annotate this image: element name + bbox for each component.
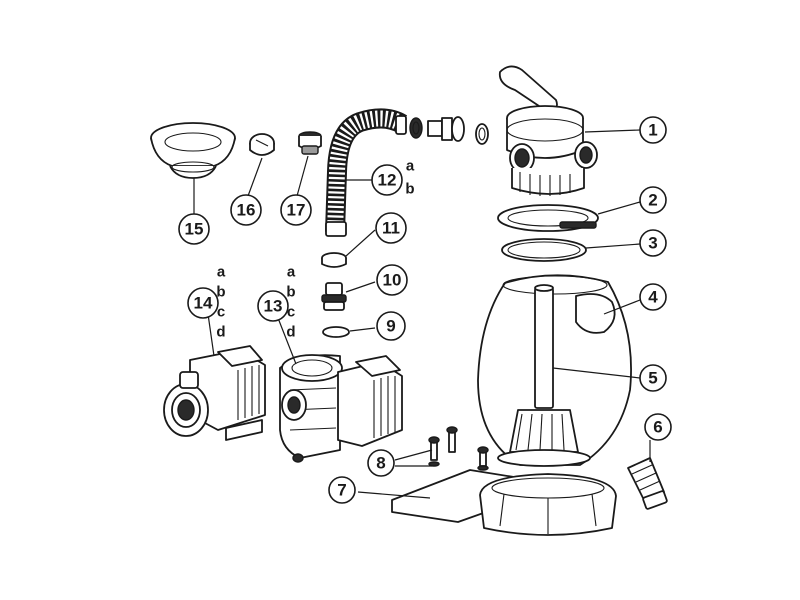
hose-valve-fittings [409,116,489,145]
callout-2: 2 [639,186,667,214]
callout-17-label: 17 [287,201,306,220]
callout-13: 13 [257,290,289,322]
callout-11-label: 11 [382,219,400,238]
callout-17: 17 [280,194,312,226]
callout-1: 1 [639,116,667,144]
part-6-drain [627,457,668,510]
callout-9: 9 [376,311,406,341]
part-12-variant-a: a [406,158,415,175]
part-14-variants: a b c d [216,264,225,341]
part-5-standpipe [497,284,591,467]
callout-3-label: 3 [648,234,657,253]
part-12-variants: a b [405,158,414,198]
leader-lines [193,129,651,499]
part-9-o-ring [322,326,350,338]
callout-6: 6 [644,413,672,441]
part-12-variant-b: b [405,181,414,198]
callout-15-label: 15 [185,220,204,239]
part-1-multiport-valve [498,65,598,196]
callout-12: 12 [371,164,403,196]
callout-14: 14 [187,287,219,319]
callout-13-label: 13 [264,297,283,316]
part-15-skimmer-ring [150,122,236,179]
part-10-connector [321,282,347,311]
callout-5-label: 5 [648,369,657,388]
part-2-clamp [497,204,599,232]
callout-10: 10 [376,264,408,296]
part-13-variant-b: b [286,284,295,301]
callout-8: 8 [367,449,395,477]
part-13-variant-c: c [287,304,295,321]
callout-9-label: 9 [386,317,395,336]
part-13-variants: a b c d [286,264,295,341]
callout-10-label: 10 [383,271,402,290]
part-14-variant-c: c [217,304,225,321]
part-11-nut [321,252,347,268]
callout-16-label: 16 [237,201,256,220]
part-7-base [391,469,617,536]
part-8-bolts [428,426,489,471]
part-3-o-ring [501,238,587,262]
callout-5: 5 [639,364,667,392]
callout-12-label: 12 [378,171,397,190]
part-14-pump [163,345,266,441]
callout-2-label: 2 [648,191,657,210]
callout-7-label: 7 [337,481,346,500]
callout-3: 3 [639,229,667,257]
callout-11: 11 [375,212,407,244]
callout-8-label: 8 [376,454,385,473]
callout-1-label: 1 [648,121,657,140]
part-14-variant-b: b [216,284,225,301]
callout-7: 7 [328,476,356,504]
callout-16: 16 [230,194,262,226]
part-16-cap [249,133,275,156]
callout-15: 15 [178,213,210,245]
part-12-hose [325,108,408,237]
part-14-variant-d: d [216,324,225,341]
callout-14-label: 14 [194,294,213,313]
part-13-variant-a: a [287,264,296,281]
part-13-pump-strainer [279,354,403,463]
callout-6-label: 6 [653,418,662,437]
part-14-variant-a: a [217,264,226,281]
callout-4-label: 4 [648,288,658,307]
part-17-adapter [298,131,322,155]
part-13-variant-d: d [286,324,295,341]
callout-4: 4 [639,283,667,311]
